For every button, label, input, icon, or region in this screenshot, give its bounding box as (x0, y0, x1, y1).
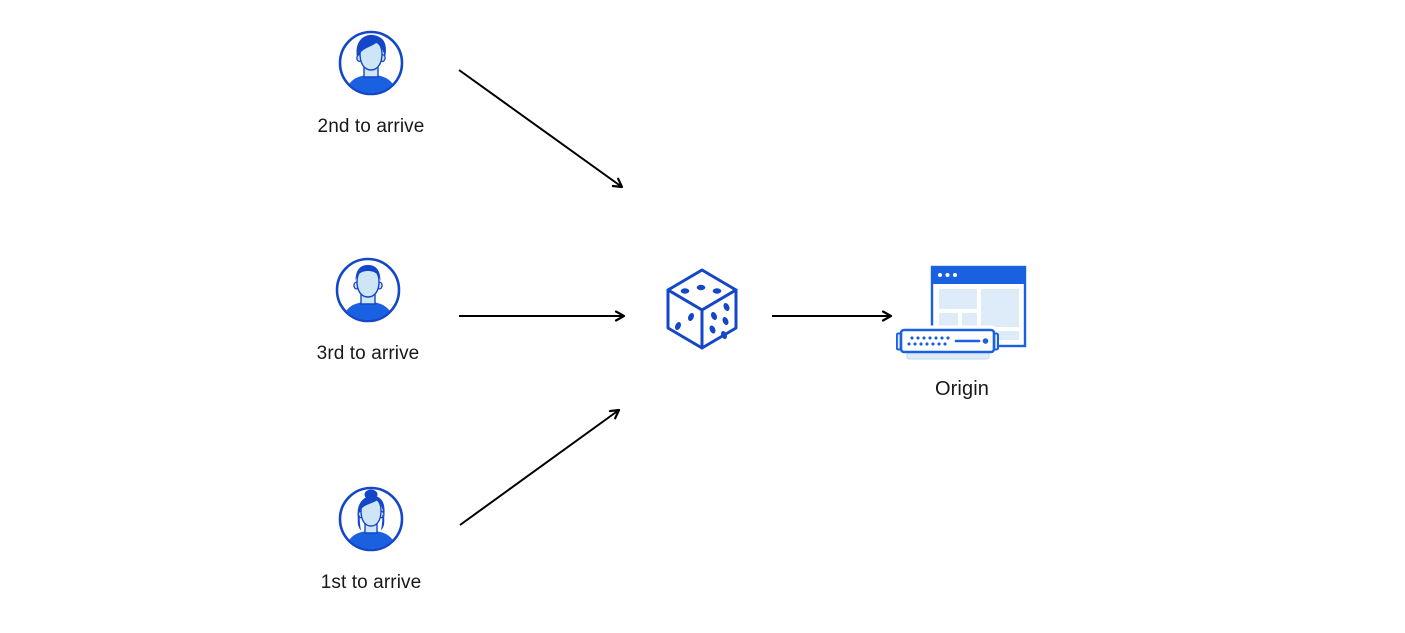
user-node-3rd: 3rd to arrive (317, 257, 419, 364)
user-label-2nd: 2nd to arrive (317, 116, 425, 137)
user-node-2nd: 2nd to arrive (318, 30, 424, 137)
user-label-1st: 1st to arrive (320, 572, 422, 593)
arrow-user1-to-dice (459, 410, 619, 526)
user-node-1st: 1st to arrive (321, 486, 421, 593)
origin-label: Origin (935, 378, 989, 400)
arrow-user2-to-dice (458, 69, 622, 187)
user-label-3rd: 3rd to arrive (316, 343, 420, 364)
origin-server-icon (896, 265, 1027, 360)
avatar-woman-bun-icon (338, 486, 404, 552)
dice-node (664, 266, 740, 352)
origin-node: Origin (896, 264, 1028, 400)
avatar-man-buzzcut-icon (335, 257, 401, 323)
dice-icon (666, 268, 738, 350)
avatar-man-sidepart-icon (338, 30, 404, 96)
